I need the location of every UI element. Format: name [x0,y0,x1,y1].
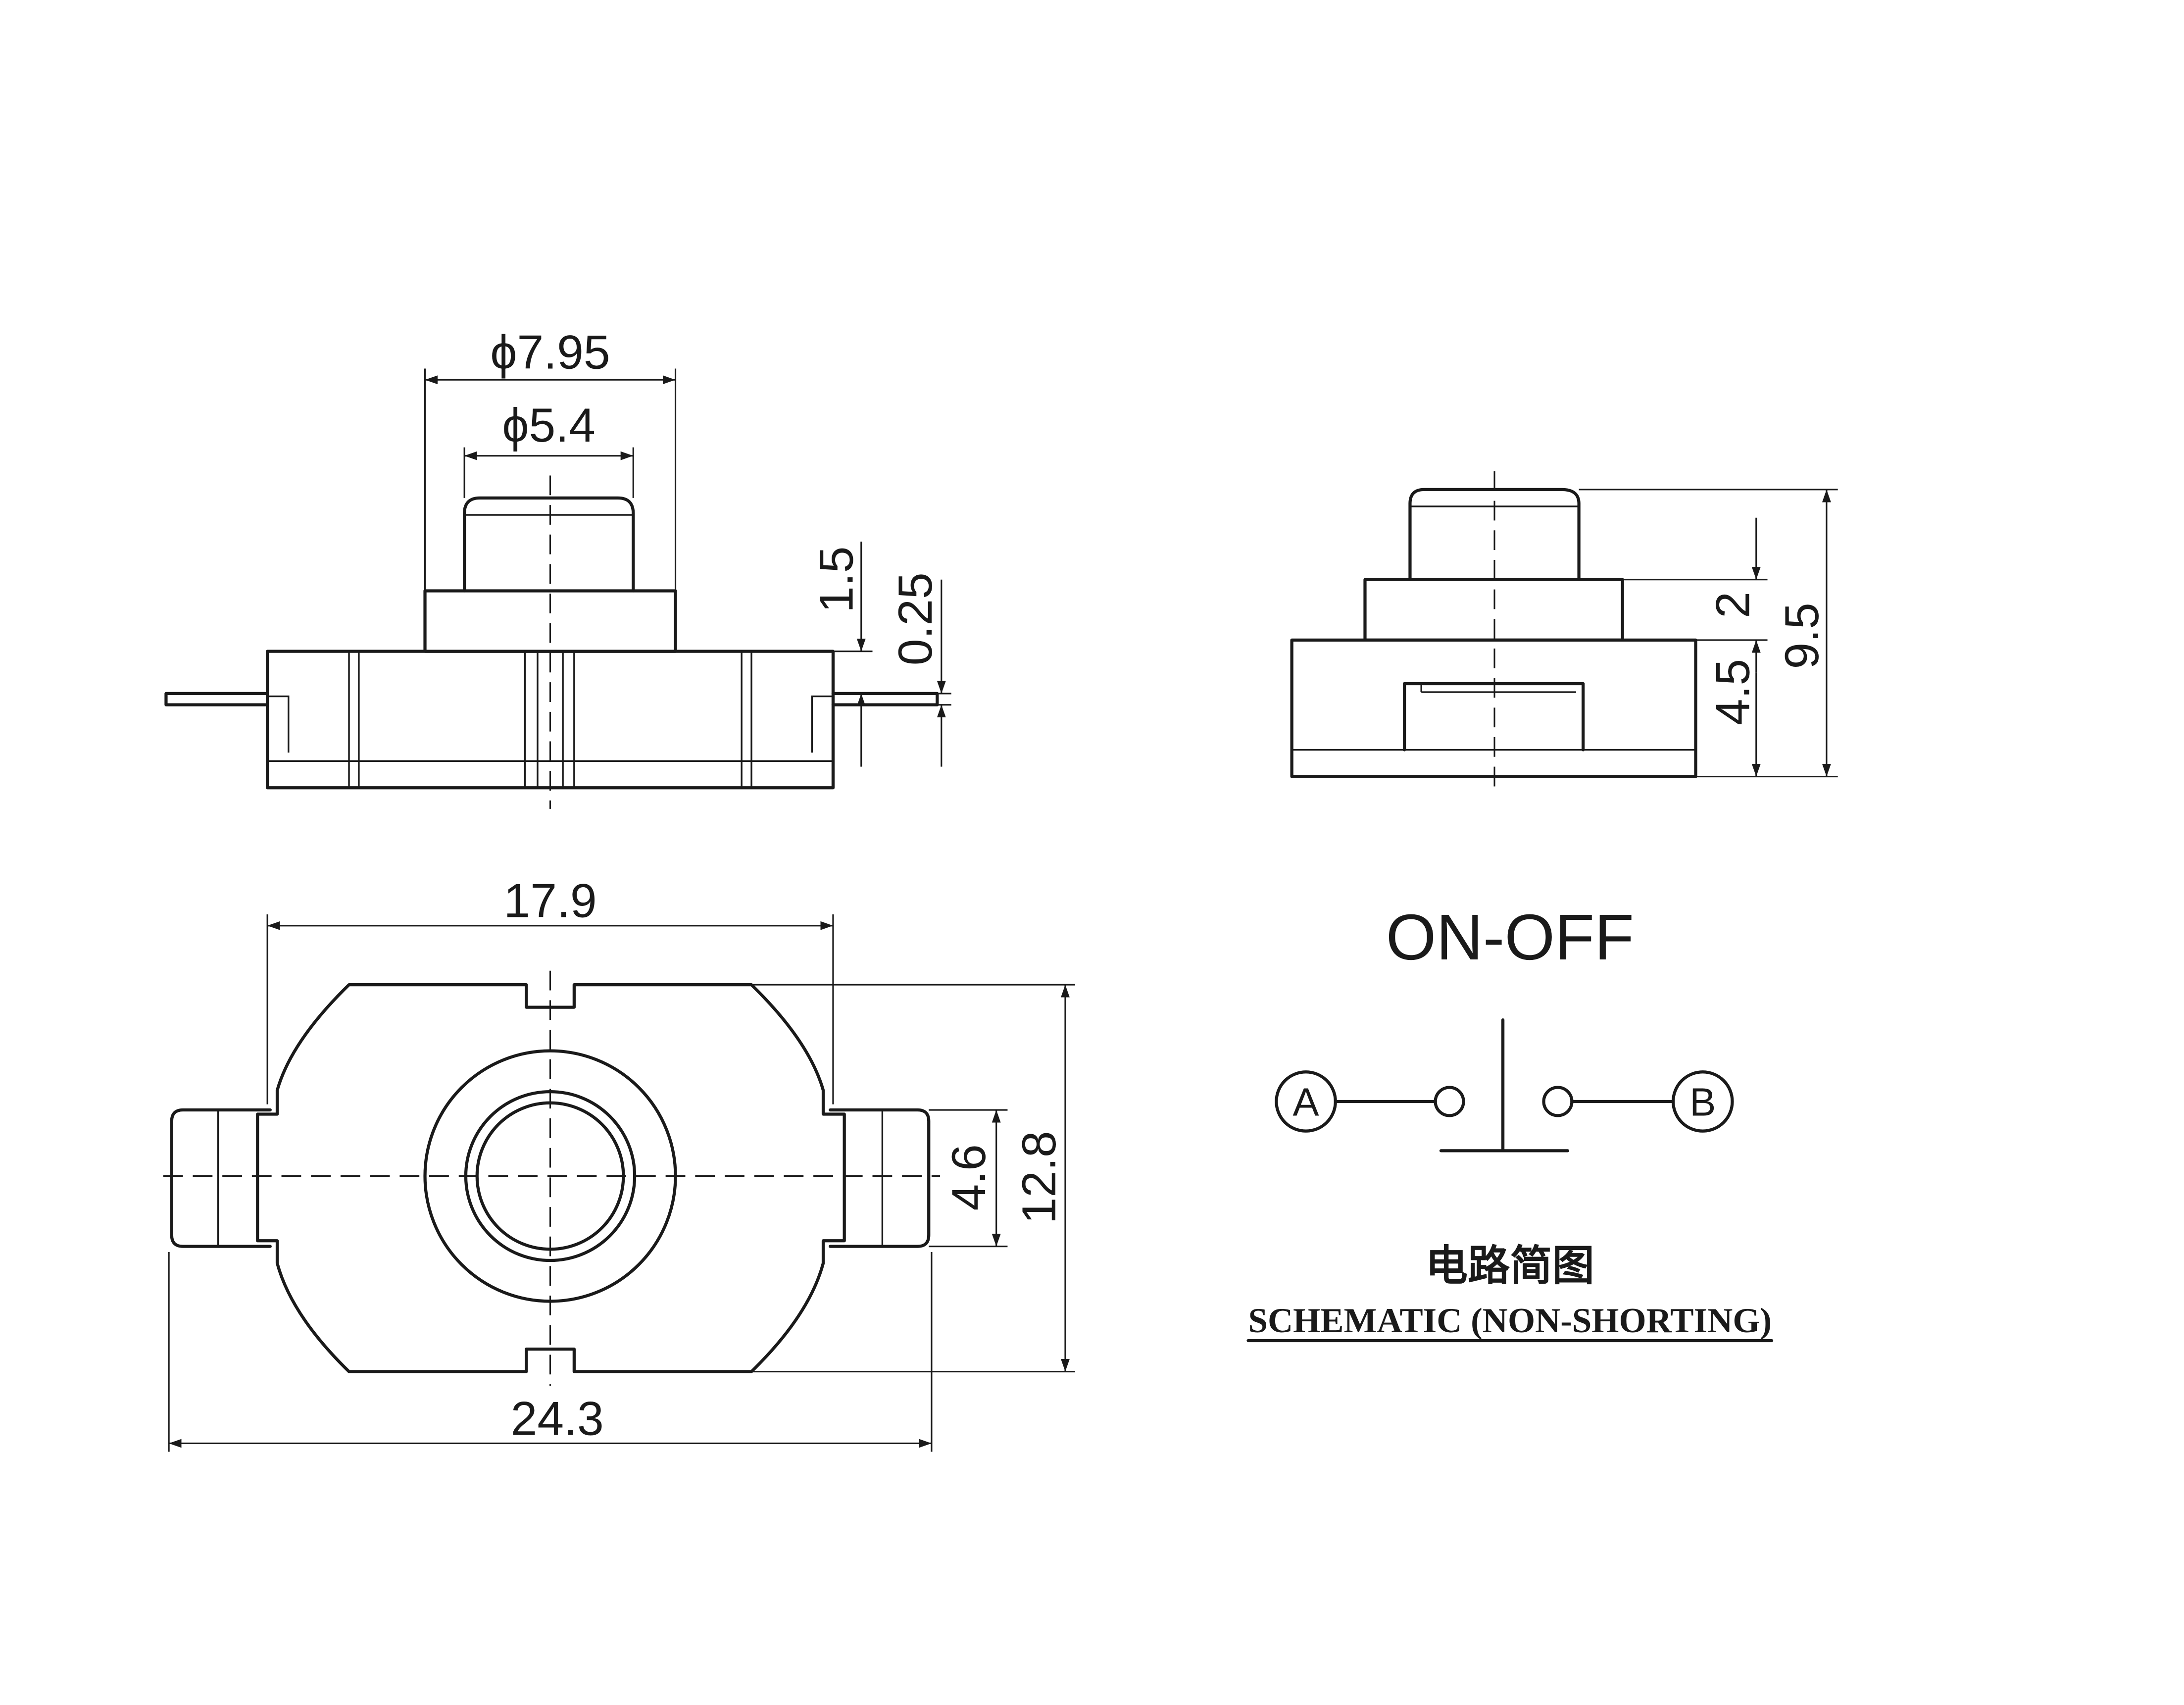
dim-terminal-width: 4.6 [943,1144,995,1210]
dim-body-depth: 12.8 [1013,1131,1066,1224]
top-terminal-left [170,1108,272,1248]
schematic: ON-OFF A B 电路简图 SCHEMATIC (NON-SHORTING) [1246,901,1774,1343]
schematic-title-cn: 电路简图 [1426,1242,1594,1291]
dim-body-width: 17.9 [503,875,596,928]
side-actuator [1408,488,1581,581]
terminal-a-label: A [1293,1080,1319,1124]
front-terminal-left [164,692,269,706]
dim-total-height: 9.5 [1776,602,1829,669]
terminal-b-circle [1671,1070,1734,1133]
front-view: ϕ7.95 ϕ5.4 1.5 0.25 [164,326,951,809]
dim-body-height: 4.5 [1707,659,1760,725]
schematic-title-en: SCHEMATIC (NON-SHORTING) [1248,1302,1772,1340]
contact-a [1434,1086,1465,1117]
schematic-mode-label: ON-OFF [1386,901,1634,973]
top-terminal-right [829,1108,931,1248]
dim-actuator-height: 1.5 [810,547,863,613]
contact-b [1542,1086,1574,1117]
side-view: 2 4.5 9.5 [1290,471,1838,788]
front-terminal-right [831,692,939,706]
terminal-b-label: B [1689,1080,1716,1124]
dim-outer-diameter: ϕ7.95 [490,326,610,379]
front-actuator [462,496,635,593]
dim-overall-width: 24.3 [511,1392,604,1445]
dim-step-height: 2 [1707,592,1760,618]
top-view: 17.9 24.3 4.6 12.8 [163,875,1075,1452]
dim-terminal-thickness: 0.25 [889,572,942,665]
dim-inner-diameter: ϕ5.4 [502,399,595,452]
